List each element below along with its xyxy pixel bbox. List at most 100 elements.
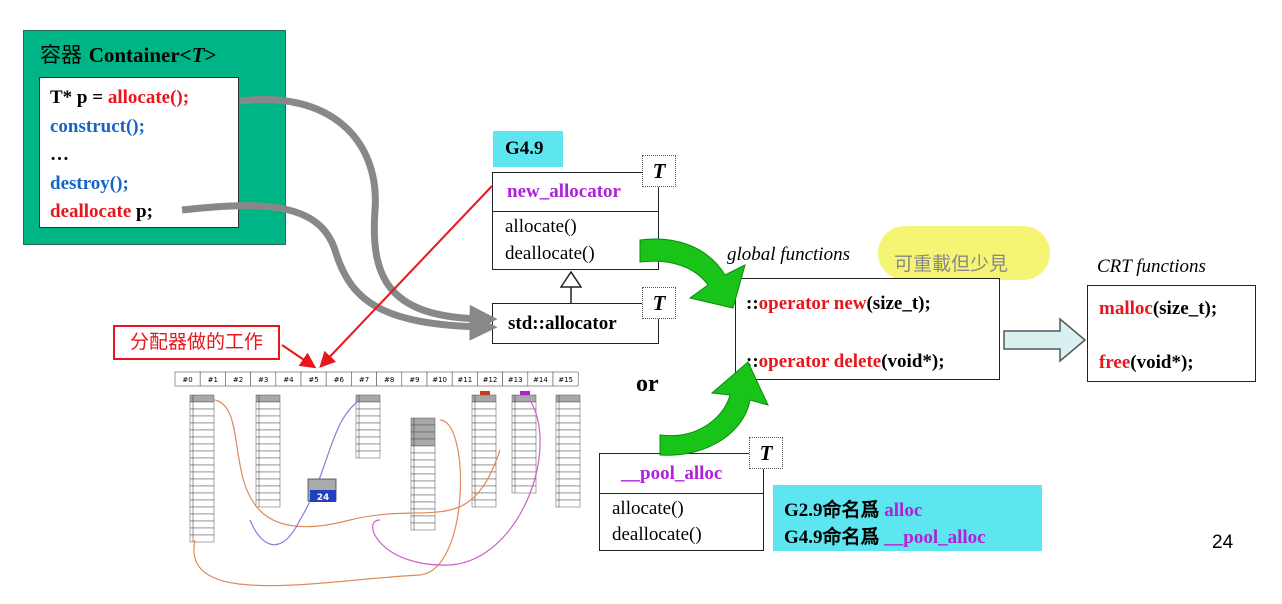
free-list-header-label: #6 — [334, 376, 345, 384]
deallocate-flow-arrow — [181, 202, 498, 341]
red-arrow-from-new-allocator — [319, 185, 493, 368]
free-list-chunk — [410, 445, 436, 454]
free-list-chunk — [555, 457, 581, 466]
free-list-chunk — [355, 450, 381, 459]
free-list-chunk — [555, 492, 581, 501]
free-list-chunk — [255, 464, 281, 473]
free-list-curve-magenta — [372, 399, 541, 566]
malloc-line: malloc(size_t); — [1099, 298, 1218, 319]
pool-alloc-template-param: T — [749, 437, 783, 469]
free-list-chunk — [189, 492, 215, 501]
pool-alloc-name: __pool_alloc — [621, 463, 723, 484]
free-list-chunk — [255, 450, 281, 459]
std-allocator-template-param: T — [642, 287, 676, 319]
allocate-flow-arrow — [239, 96, 498, 333]
free-list-chunk — [511, 394, 537, 403]
std-allocator-name: std::allocator — [508, 313, 617, 334]
free-list-chunk — [189, 513, 215, 522]
free-list-chunk — [189, 401, 215, 410]
free-list-chunk — [255, 492, 281, 501]
green-arrow-upper — [639, 238, 746, 309]
free-list-header-label: #12 — [483, 376, 498, 384]
free-list-chunk — [189, 450, 215, 459]
free-list-chunk — [255, 415, 281, 424]
free-list-chunk — [511, 485, 537, 494]
free-list-header-label: #0 — [182, 376, 192, 384]
free-list-chunk — [355, 415, 381, 424]
free-list-chunk — [471, 471, 497, 480]
free-list-curve-orange-2 — [214, 399, 501, 528]
free-list-chunk — [511, 436, 537, 445]
crt-functions-title: CRT functions — [1097, 256, 1206, 277]
free-list-chunk — [410, 515, 436, 524]
free-list-chunk — [410, 417, 436, 426]
free-list-chunk — [255, 401, 281, 410]
free-list-header-label: #13 — [508, 376, 523, 384]
overload-note: 可重載但少見 — [894, 253, 1009, 275]
global-functions-title: global functions — [727, 244, 850, 265]
free-list-chunk — [511, 443, 537, 452]
free-list-header-label: #5 — [308, 376, 318, 384]
free-list-chunk — [511, 429, 537, 438]
free-list-chunk — [555, 471, 581, 480]
free-list-chunk — [555, 478, 581, 487]
pool-alloc-method-allocate: allocate() — [612, 498, 684, 519]
g49-tag: G4.9 — [493, 131, 563, 167]
free-list-chunk — [189, 436, 215, 445]
free-list-chunk — [189, 478, 215, 487]
pool-alloc-divider — [599, 493, 764, 494]
pool-alloc-class — [599, 453, 764, 551]
pool-alloc-method-deallocate: deallocate() — [612, 524, 702, 545]
free-list-chunk — [189, 415, 215, 424]
free-list-chunk — [255, 443, 281, 452]
free-list-chunk — [555, 499, 581, 508]
new-allocator-template-param: T — [642, 155, 676, 187]
free-list-chunk — [410, 431, 436, 440]
free-list-chunk — [189, 394, 215, 403]
free-list-chunk — [471, 457, 497, 466]
free-list-chunk — [255, 436, 281, 445]
free-list-chunk — [511, 415, 537, 424]
free-list-chunk — [410, 452, 436, 461]
code-allocate-line: T* p = allocate(); — [50, 87, 190, 108]
new-allocator-divider — [492, 211, 659, 212]
free-list-chunk — [189, 457, 215, 466]
red-arrow-to-label — [281, 344, 317, 369]
free-list-chunk — [410, 494, 436, 503]
free-list-marker — [520, 391, 530, 395]
free-list-chunk — [355, 401, 381, 410]
free-list-curve-orange — [193, 419, 462, 587]
free-list-chunk — [471, 492, 497, 501]
free-list-header-label: #2 — [233, 376, 243, 384]
free-list-header-label: #7 — [359, 376, 369, 384]
free-list-chunk — [189, 520, 215, 529]
free-list-chunk — [189, 471, 215, 480]
free-list-chunk — [471, 436, 497, 445]
code-construct-line: construct(); — [50, 116, 145, 137]
free-list-chunk — [410, 438, 436, 447]
free-list-chunk — [555, 450, 581, 459]
free-list-chunk — [511, 450, 537, 459]
free-list-chunk — [555, 485, 581, 494]
free-list-chunk — [555, 429, 581, 438]
free-list-chunk — [255, 394, 281, 403]
free-list-chunk — [189, 464, 215, 473]
new-allocator-class — [492, 172, 659, 270]
free-list-chunk — [471, 415, 497, 424]
free-list-chunk — [255, 485, 281, 494]
free-list-chunk — [410, 473, 436, 482]
free-list-chunk — [511, 464, 537, 473]
note-highlight — [878, 226, 1050, 280]
free-list-chunk — [471, 422, 497, 431]
free-list-chunk — [511, 408, 537, 417]
free-list-chunk — [255, 457, 281, 466]
new-allocator-method-allocate: allocate() — [505, 216, 577, 237]
free-list-chunk — [471, 394, 497, 403]
container-title: 容器 Container<T> — [40, 43, 217, 67]
free-list-chunk — [471, 499, 497, 508]
or-label: or — [636, 371, 659, 397]
free-list-header-label: #8 — [384, 376, 394, 384]
free-list-header-label: #14 — [533, 376, 548, 384]
free-list-chunk — [189, 534, 215, 543]
